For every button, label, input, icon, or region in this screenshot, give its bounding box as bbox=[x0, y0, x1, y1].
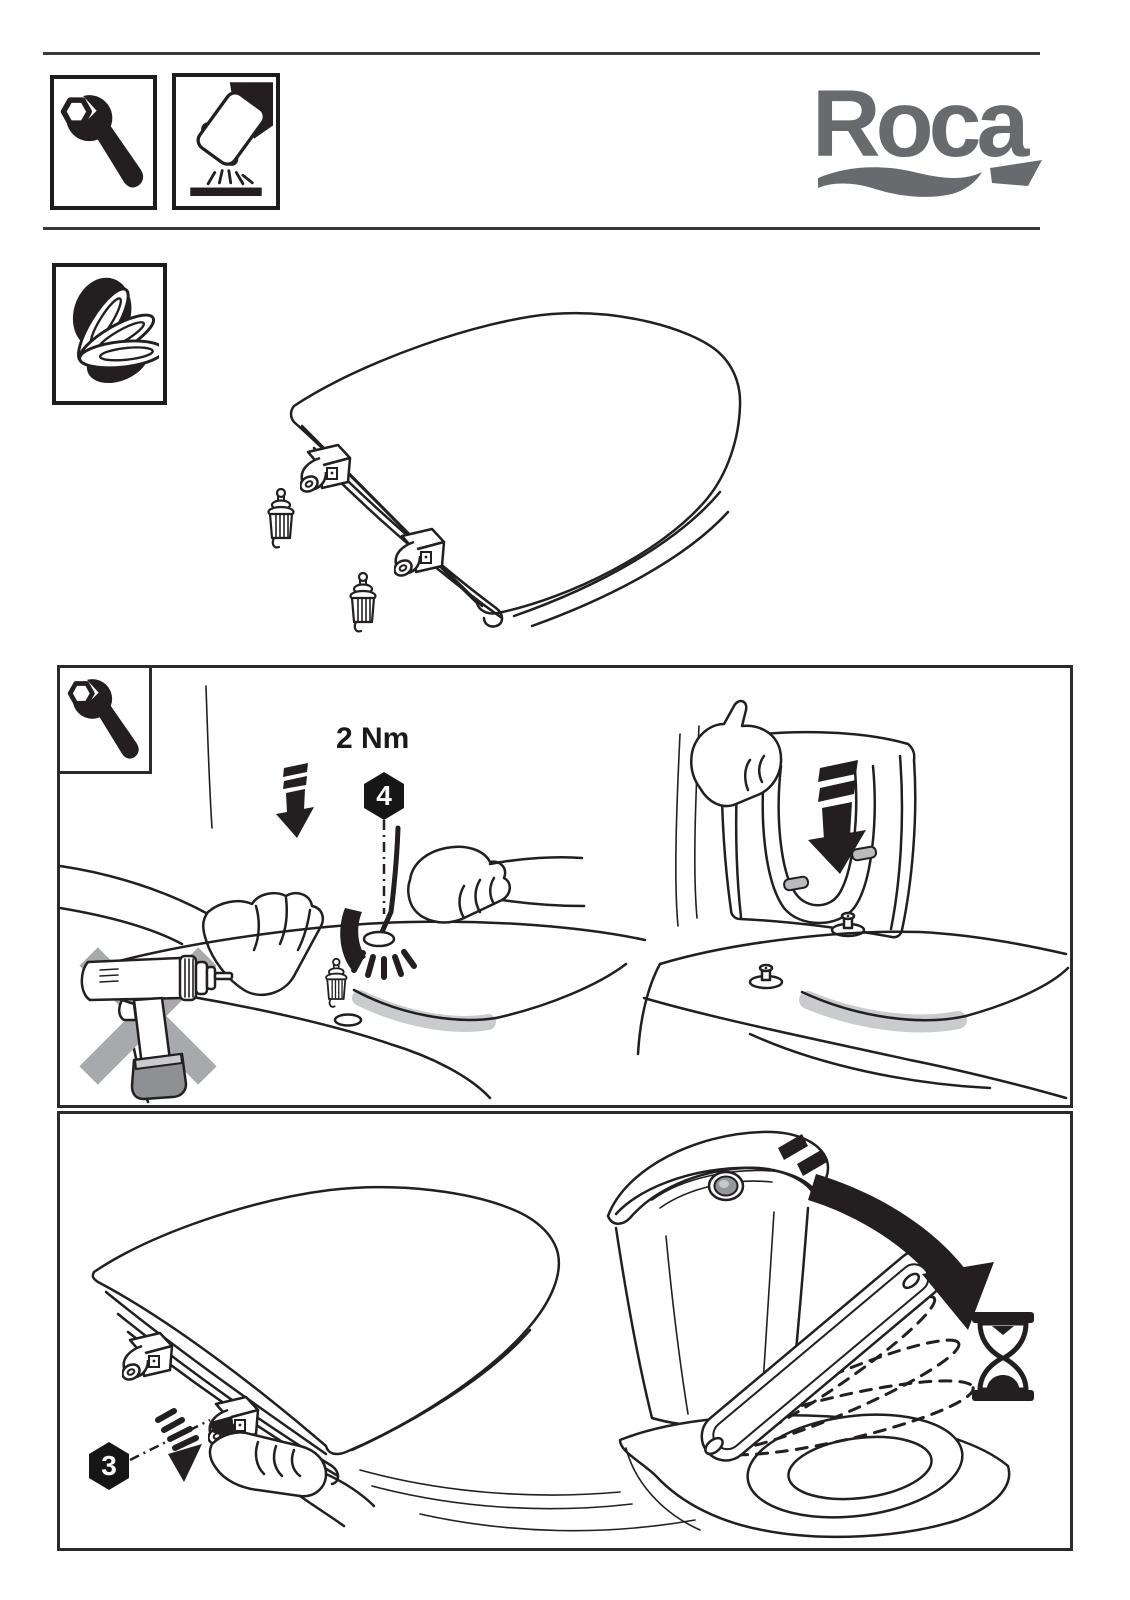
close-arrow-icon bbox=[778, 1134, 994, 1330]
ceramic-edge bbox=[113, 920, 647, 964]
close-panel bbox=[57, 1111, 1073, 1551]
seat-lid-drawing-2 bbox=[91, 1185, 561, 1456]
roca-logo: Roca bbox=[812, 82, 1042, 197]
press-hatch bbox=[155, 1408, 199, 1451]
seat-bumper-2 bbox=[851, 845, 878, 862]
bowl-rim-shading-right bbox=[799, 991, 967, 1033]
install-scene bbox=[60, 685, 1070, 1104]
no-power-drill-icon bbox=[79, 947, 234, 1101]
lower-seat-arrow-icon bbox=[808, 760, 866, 874]
seat-type-box bbox=[52, 263, 167, 405]
mount-post-2 bbox=[748, 963, 784, 990]
soft-close-seat-icon bbox=[72, 277, 159, 384]
bolt-in-fingers bbox=[325, 958, 348, 1008]
wrench-icon bbox=[58, 86, 150, 198]
expansion-bolt-2 bbox=[349, 572, 377, 633]
parts-illustration bbox=[267, 312, 742, 633]
header-rule-top bbox=[43, 52, 1040, 55]
hand-holding-seat bbox=[690, 699, 783, 808]
expansion-bolt-1 bbox=[267, 488, 295, 549]
hinge-latch bbox=[210, 1416, 234, 1437]
wrench-icon bbox=[65, 672, 145, 767]
roca-logo-text: Roca bbox=[812, 82, 1030, 177]
ceramic-hole bbox=[333, 1013, 363, 1027]
close-scene bbox=[91, 1130, 1034, 1539]
bowl-edge-right bbox=[658, 930, 1068, 966]
seat-bumper-1 bbox=[783, 875, 810, 892]
press-latch-arrow-icon bbox=[168, 1444, 202, 1482]
install-panel bbox=[57, 665, 1073, 1108]
seat-hinge-left bbox=[300, 443, 352, 496]
torque-label: 2 Nm bbox=[336, 722, 410, 755]
seat-lid-drawing bbox=[289, 312, 742, 615]
hand-turning-key bbox=[407, 845, 511, 924]
press-down-arrow-icon bbox=[276, 763, 314, 838]
wrench-box bbox=[50, 75, 157, 210]
panel-corner-wrench-box bbox=[60, 668, 152, 774]
toilet-drawing bbox=[606, 1130, 1011, 1539]
roca-logo-swoosh bbox=[818, 160, 1042, 197]
clean-box bbox=[172, 73, 280, 210]
clean-dry-surface-icon bbox=[190, 82, 273, 196]
hand-inserting-bolt bbox=[202, 892, 324, 997]
soft-close-sequence bbox=[709, 1294, 975, 1457]
hex-key bbox=[379, 825, 401, 935]
seat-hinge-left-2 bbox=[122, 1331, 174, 1384]
hand-under-seat bbox=[208, 1431, 328, 1498]
bowl-rim-shading bbox=[352, 990, 496, 1032]
torque-arrow bbox=[340, 908, 366, 969]
header-rule-bottom bbox=[43, 227, 1040, 230]
hourglass-icon bbox=[972, 1312, 1034, 1401]
